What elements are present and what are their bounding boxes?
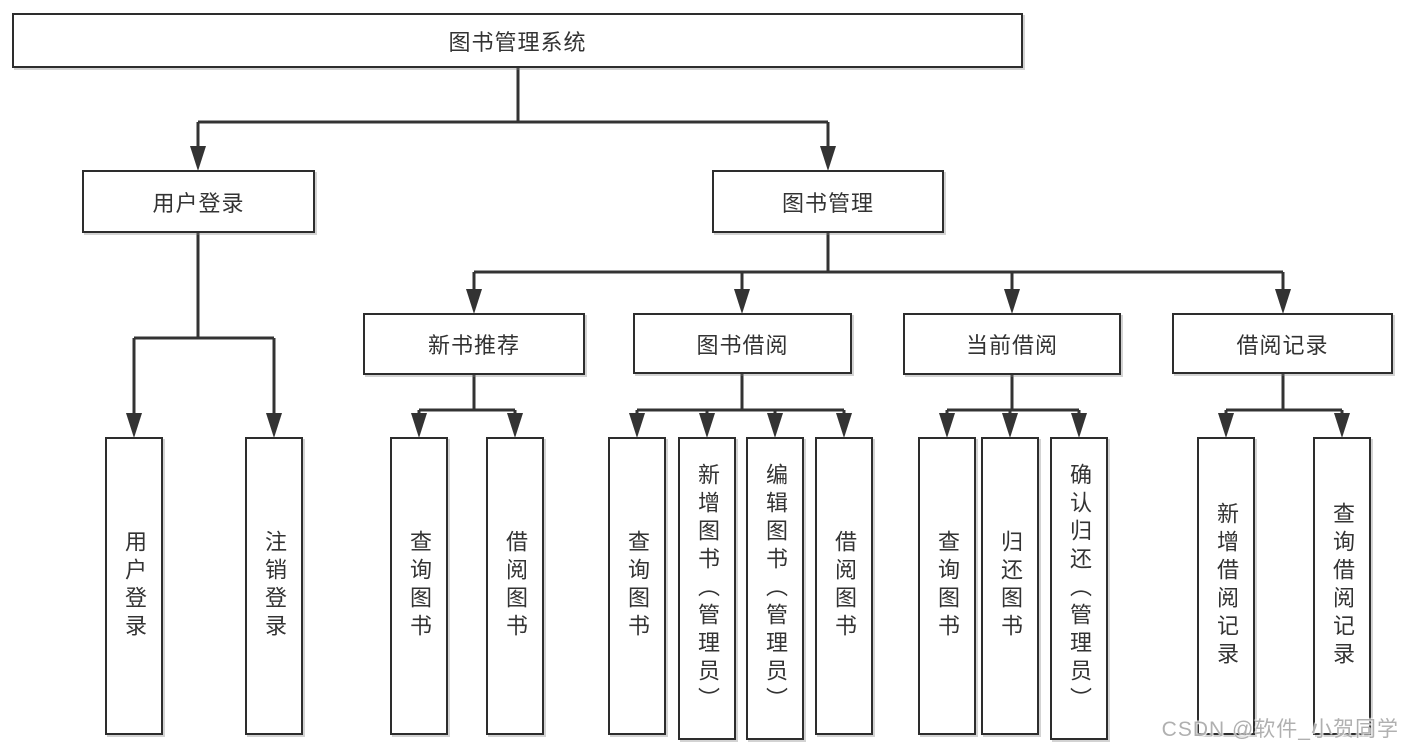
arrowhead — [1334, 413, 1350, 438]
leaf-add-book-admin: 新增图书（管理员） — [678, 437, 736, 740]
leaf-user-login-label: 用户登录 — [122, 530, 147, 642]
arrowhead — [629, 413, 645, 438]
leaf-borrow-books-borrowing-label: 借阅图书 — [832, 530, 857, 642]
leaf-confirm-return-admin-label: 确认归还（管理员） — [1067, 462, 1092, 715]
csdn-watermark: CSDN @软件_小贺同学 — [1161, 718, 1399, 741]
leaf-query-books-current: 查询图书 — [918, 437, 976, 735]
connector-book-management-to-level3 — [466, 233, 1291, 314]
node-user-login: 用户登录 — [82, 170, 315, 233]
leaf-borrow-books-borrowing: 借阅图书 — [815, 437, 873, 735]
arrowhead — [939, 413, 955, 438]
node-library-management-system: 图书管理系统 — [12, 13, 1023, 68]
arrowhead — [1071, 413, 1087, 438]
leaf-query-books-recommend-label: 查询图书 — [407, 530, 432, 642]
leaf-logout: 注销登录 — [245, 437, 303, 735]
node-new-book-recommend: 新书推荐 — [363, 313, 585, 375]
arrowhead — [1002, 413, 1018, 438]
arrowhead — [411, 413, 427, 438]
leaf-edit-book-admin: 编辑图书（管理员） — [746, 437, 804, 740]
connector-new-book-recommend-to-leaves — [411, 375, 523, 438]
connector-root-to-level2 — [190, 68, 836, 171]
arrowhead — [767, 413, 783, 438]
leaf-edit-book-admin-label: 编辑图书（管理员） — [763, 462, 788, 715]
arrowhead — [1275, 289, 1291, 314]
leaf-return-books: 归还图书 — [981, 437, 1039, 735]
connector-book-borrowing-to-leaves — [629, 374, 852, 438]
arrowhead — [836, 413, 852, 438]
leaf-query-books-borrowing-label: 查询图书 — [625, 530, 650, 642]
leaf-add-book-admin-label: 新增图书（管理员） — [695, 462, 720, 715]
arrowhead — [466, 289, 482, 314]
leaf-add-borrow-record-label: 新增借阅记录 — [1214, 502, 1239, 670]
arrowhead — [820, 146, 836, 171]
leaf-add-borrow-record: 新增借阅记录 — [1197, 437, 1255, 735]
node-borrowing-records: 借阅记录 — [1172, 313, 1393, 374]
arrowhead — [1004, 289, 1020, 314]
leaf-query-borrow-record-label: 查询借阅记录 — [1330, 502, 1355, 670]
arrowhead — [699, 413, 715, 438]
arrowhead — [190, 146, 206, 171]
leaf-return-books-label: 归还图书 — [998, 530, 1023, 642]
node-current-borrowing: 当前借阅 — [903, 313, 1121, 375]
leaf-borrow-books-recommend-label: 借阅图书 — [503, 530, 528, 642]
arrowhead — [507, 413, 523, 438]
connector-user-login-to-leaves — [126, 233, 282, 438]
arrowhead — [1218, 413, 1234, 438]
leaf-query-books-borrowing: 查询图书 — [608, 437, 666, 735]
connector-current-borrowing-to-leaves — [939, 375, 1087, 438]
arrowhead — [126, 413, 142, 438]
arrowhead — [266, 413, 282, 438]
leaf-user-login: 用户登录 — [105, 437, 163, 735]
leaf-logout-label: 注销登录 — [262, 530, 287, 642]
node-book-borrowing: 图书借阅 — [633, 313, 852, 374]
node-book-management: 图书管理 — [712, 170, 944, 233]
connector-borrowing-records-to-leaves — [1218, 374, 1350, 438]
leaf-query-borrow-record: 查询借阅记录 — [1313, 437, 1371, 735]
arrowhead — [734, 289, 750, 314]
leaf-borrow-books-recommend: 借阅图书 — [486, 437, 544, 735]
leaf-query-books-current-label: 查询图书 — [935, 530, 960, 642]
leaf-confirm-return-admin: 确认归还（管理员） — [1050, 437, 1108, 740]
leaf-query-books-recommend: 查询图书 — [390, 437, 448, 735]
